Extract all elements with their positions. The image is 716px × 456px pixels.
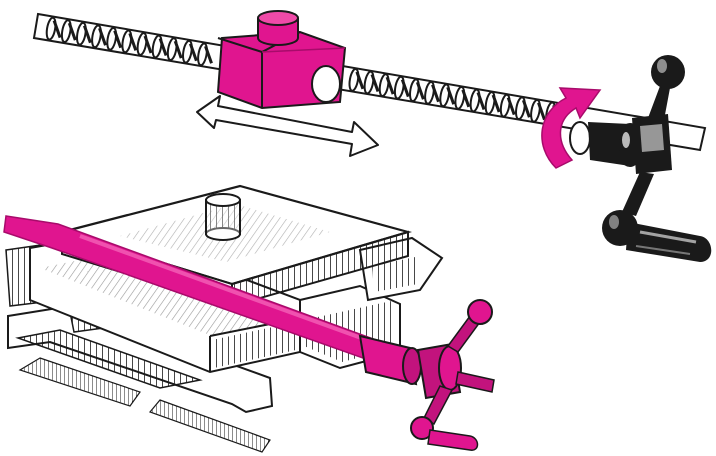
- machine-slide-assembly: [4, 186, 494, 452]
- moving-nut: [218, 11, 345, 108]
- table-stud: [206, 194, 240, 240]
- slide-handwheel-icon: [411, 300, 494, 450]
